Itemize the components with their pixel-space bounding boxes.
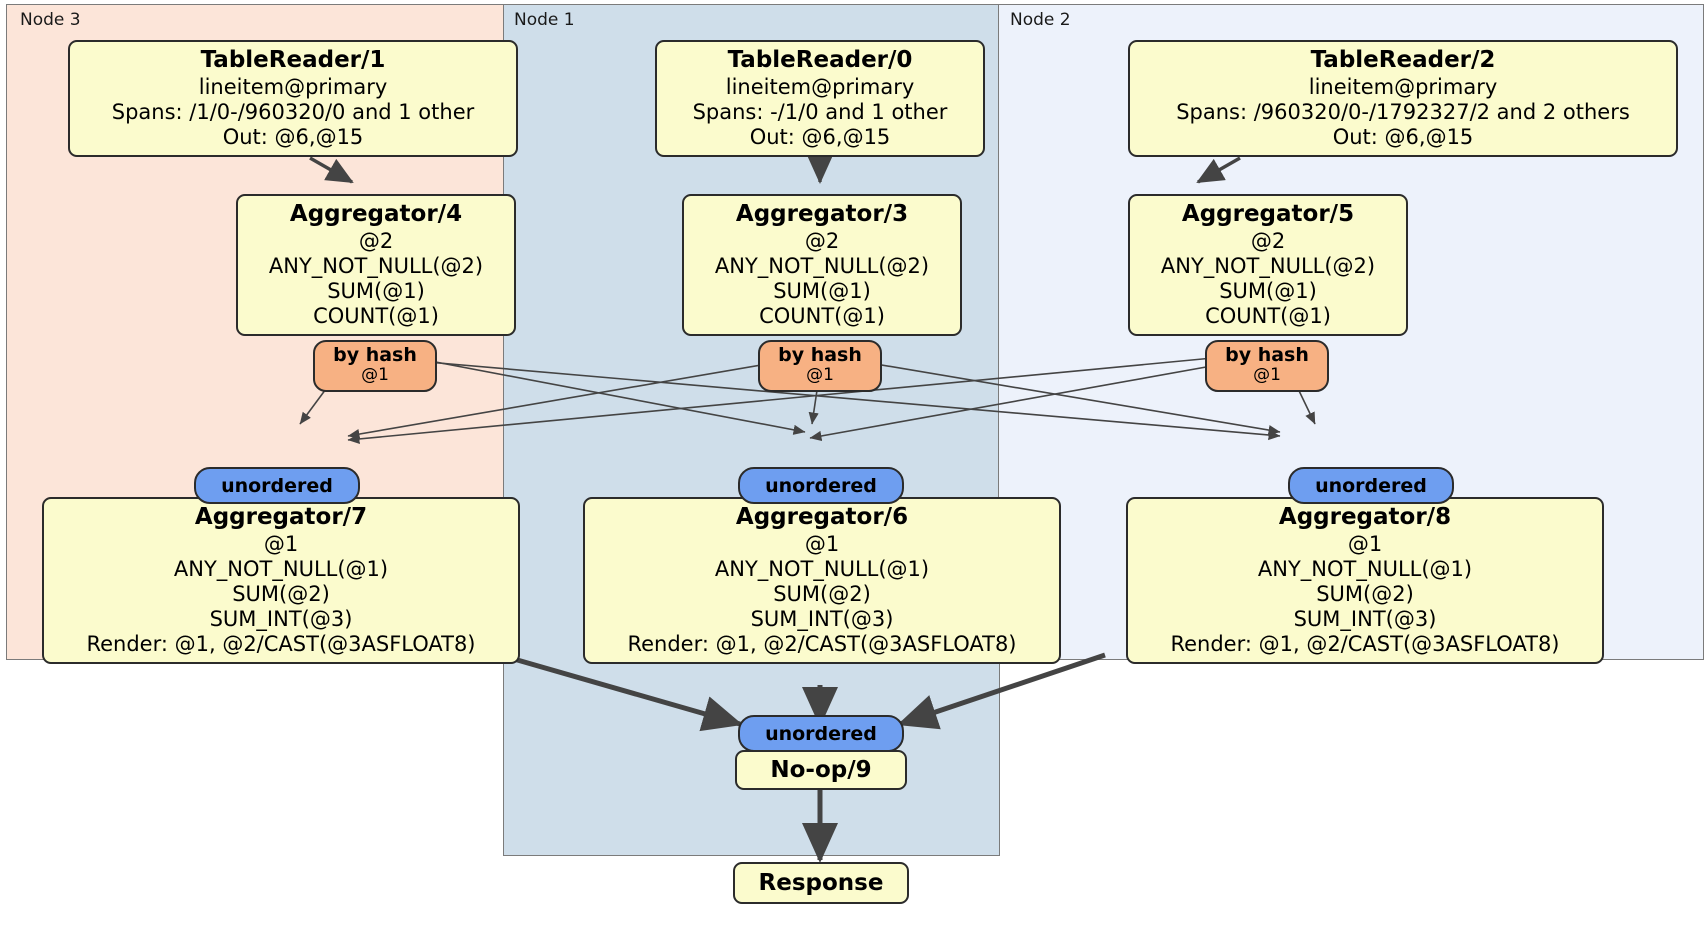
processor-line: COUNT(@1) <box>759 304 885 328</box>
processor-line: lineitem@primary <box>1308 75 1498 99</box>
processor-line: Render: @1, @2/CAST(@3ASFLOAT8) <box>627 632 1017 656</box>
sync-unordered-right[interactable]: unordered <box>1288 467 1454 504</box>
processor-table-reader-2[interactable]: TableReader/2 lineitem@primary Spans: /9… <box>1128 40 1678 157</box>
processor-line: @1 <box>804 532 840 556</box>
processor-table-reader-1[interactable]: TableReader/1 lineitem@primary Spans: /1… <box>68 40 518 157</box>
sync-unordered-center[interactable]: unordered <box>738 467 904 504</box>
node-label-node2: Node 2 <box>1010 10 1071 30</box>
sync-unordered-final[interactable]: unordered <box>738 715 904 752</box>
processor-line: lineitem@primary <box>725 75 915 99</box>
processor-title: No-op/9 <box>770 757 872 783</box>
processor-line: Render: @1, @2/CAST(@3ASFLOAT8) <box>1170 632 1560 656</box>
processor-aggregator-3[interactable]: Aggregator/3 @2 ANY_NOT_NULL(@2) SUM(@1)… <box>682 194 962 336</box>
processor-title: Response <box>758 870 884 896</box>
processor-aggregator-8[interactable]: Aggregator/8 @1 ANY_NOT_NULL(@1) SUM(@2)… <box>1126 497 1604 664</box>
processor-line: Spans: -/1/0 and 1 other <box>692 100 948 124</box>
processor-line: ANY_NOT_NULL(@1) <box>1257 557 1473 581</box>
processor-line: Spans: /1/0-/960320/0 and 1 other <box>111 100 475 124</box>
processor-title: Aggregator/7 <box>194 504 368 530</box>
router-label: by hash <box>1225 344 1309 366</box>
router-label: by hash <box>333 344 417 366</box>
processor-line: Spans: /960320/0-/1792327/2 and 2 others <box>1176 100 1630 124</box>
processor-line: ANY_NOT_NULL(@2) <box>714 254 930 278</box>
processor-line: lineitem@primary <box>198 75 388 99</box>
processor-aggregator-7[interactable]: Aggregator/7 @1 ANY_NOT_NULL(@1) SUM(@2)… <box>42 497 520 664</box>
node-label-node1: Node 1 <box>514 10 575 30</box>
router-by-hash-center[interactable]: by hash @1 <box>758 340 882 392</box>
processor-line: SUM(@2) <box>773 582 871 606</box>
processor-line: @1 <box>263 532 299 556</box>
processor-line: @2 <box>358 229 394 253</box>
processor-line: SUM(@1) <box>773 279 871 303</box>
processor-table-reader-0[interactable]: TableReader/0 lineitem@primary Spans: -/… <box>655 40 985 157</box>
processor-aggregator-5[interactable]: Aggregator/5 @2 ANY_NOT_NULL(@2) SUM(@1)… <box>1128 194 1408 336</box>
processor-title: Aggregator/6 <box>735 504 909 530</box>
processor-line: COUNT(@1) <box>313 304 439 328</box>
processor-line: Out: @6,@15 <box>222 125 364 149</box>
processor-response[interactable]: Response <box>733 862 909 904</box>
processor-line: SUM_INT(@3) <box>750 607 894 631</box>
processor-line: COUNT(@1) <box>1205 304 1331 328</box>
processor-title: TableReader/1 <box>200 47 386 73</box>
router-column: @1 <box>1253 365 1281 385</box>
processor-title: Aggregator/8 <box>1278 504 1452 530</box>
processor-title: TableReader/0 <box>727 47 913 73</box>
processor-line: SUM(@2) <box>1316 582 1414 606</box>
router-column: @1 <box>806 365 834 385</box>
sync-unordered-left[interactable]: unordered <box>194 467 360 504</box>
processor-line: ANY_NOT_NULL(@2) <box>1160 254 1376 278</box>
processor-aggregator-4[interactable]: Aggregator/4 @2 ANY_NOT_NULL(@2) SUM(@1)… <box>236 194 516 336</box>
processor-title: Aggregator/5 <box>1181 201 1355 227</box>
processor-aggregator-6[interactable]: Aggregator/6 @1 ANY_NOT_NULL(@1) SUM(@2)… <box>583 497 1061 664</box>
processor-line: SUM(@1) <box>1219 279 1317 303</box>
processor-line: Out: @6,@15 <box>1332 125 1474 149</box>
router-by-hash-left[interactable]: by hash @1 <box>313 340 437 392</box>
processor-line: SUM_INT(@3) <box>209 607 353 631</box>
processor-title: TableReader/2 <box>1310 47 1496 73</box>
router-by-hash-right[interactable]: by hash @1 <box>1205 340 1329 392</box>
processor-title: Aggregator/4 <box>289 201 463 227</box>
processor-line: Render: @1, @2/CAST(@3ASFLOAT8) <box>86 632 476 656</box>
processor-line: SUM(@2) <box>232 582 330 606</box>
processor-line: SUM(@1) <box>327 279 425 303</box>
node-label-node3: Node 3 <box>20 10 81 30</box>
processor-line: @1 <box>1347 532 1383 556</box>
router-label: by hash <box>778 344 862 366</box>
processor-title: Aggregator/3 <box>735 201 909 227</box>
processor-line: @2 <box>1250 229 1286 253</box>
processor-line: @2 <box>804 229 840 253</box>
processor-line: SUM_INT(@3) <box>1293 607 1437 631</box>
processor-line: ANY_NOT_NULL(@2) <box>268 254 484 278</box>
router-column: @1 <box>361 365 389 385</box>
processor-noop-9[interactable]: No-op/9 <box>735 750 907 790</box>
processor-line: Out: @6,@15 <box>749 125 891 149</box>
processor-line: ANY_NOT_NULL(@1) <box>173 557 389 581</box>
processor-line: ANY_NOT_NULL(@1) <box>714 557 930 581</box>
